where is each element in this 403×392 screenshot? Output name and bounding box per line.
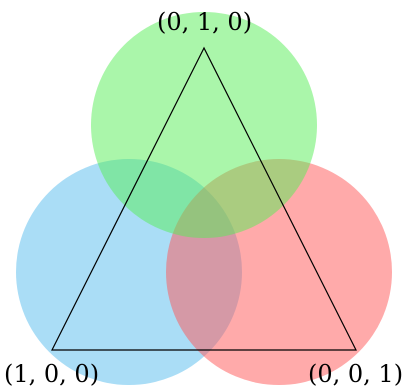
vertex-label-right: (0, 0, 1)	[308, 360, 403, 388]
circle-top	[91, 12, 317, 238]
simplex-triangle	[51, 46, 357, 351]
vertex-label-top: (0, 1, 0)	[157, 8, 253, 36]
vertex-label-left: (1, 0, 0)	[4, 360, 100, 388]
